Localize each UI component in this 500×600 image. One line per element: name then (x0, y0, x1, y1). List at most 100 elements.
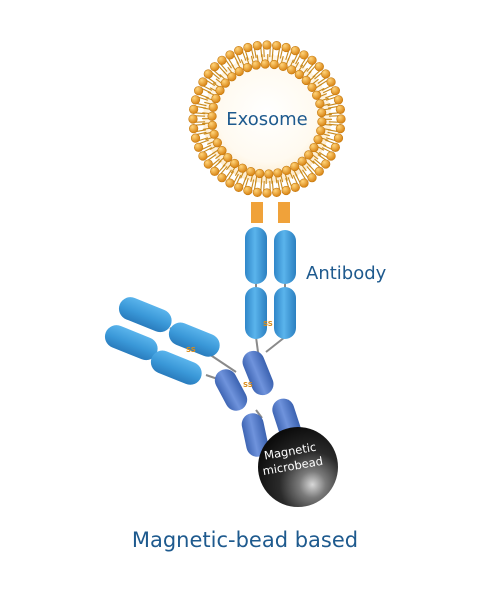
lipid-head (321, 159, 331, 169)
lipid-head (299, 178, 309, 188)
lipid-head (317, 117, 327, 127)
lipid-head (252, 187, 262, 197)
lipid-head (316, 126, 326, 136)
lipid-head (286, 65, 297, 75)
diagram-caption: Magnetic-bead based (132, 528, 358, 552)
lipid-head (188, 114, 198, 124)
lipid-head (190, 95, 201, 105)
lipid-head (194, 86, 204, 96)
exosome: Exosome (188, 40, 346, 198)
antibody-domain (274, 287, 296, 339)
antibody-arm-domain (118, 297, 172, 333)
lipid-head (315, 99, 325, 109)
antibody-label: Antibody (306, 263, 387, 284)
lipid-head (220, 78, 230, 88)
lipid-bilayer-heads (188, 40, 346, 198)
antibody-fc-domain (242, 350, 274, 396)
lipid-head (278, 61, 288, 72)
lipid-head (281, 185, 291, 196)
lipid-head (299, 50, 309, 60)
lipid-head (211, 93, 221, 104)
lipid-head (234, 182, 244, 192)
lipid-head (290, 161, 300, 172)
lipid-head (272, 41, 282, 51)
disulfide-bond: SS (186, 346, 196, 354)
lipid-head (223, 152, 233, 163)
antibody-fc-domain (214, 369, 248, 411)
lipid-head (225, 178, 235, 188)
lipid-head (246, 166, 256, 177)
lipid-head (251, 60, 261, 70)
lipid-head (304, 150, 314, 160)
lipid-head (252, 41, 262, 51)
lipid-head (212, 138, 222, 148)
antibody-arm-domain (104, 325, 158, 361)
lipid-head (307, 55, 317, 65)
lipid-head (217, 145, 227, 156)
lipid-head (336, 114, 346, 124)
lipid-head (203, 159, 213, 169)
exosome-label: Exosome (226, 109, 307, 130)
lipid-head (262, 188, 272, 198)
antigen-tag-right (278, 202, 290, 223)
lipid-head (189, 104, 199, 114)
exosome-lumen (203, 55, 331, 183)
antibody-arm-domain (150, 350, 202, 385)
lipid-head (217, 55, 227, 65)
lipid-head (273, 168, 283, 178)
lipid-head (207, 111, 217, 121)
lipid-head (321, 69, 331, 79)
lipid-head (227, 72, 237, 82)
bead-sphere (258, 427, 338, 507)
antibody-domain (274, 230, 296, 284)
lipid-head (272, 187, 282, 197)
antigen-tags (251, 202, 290, 223)
lipid-head (208, 102, 218, 112)
lipid-head (330, 86, 340, 96)
lipid-head (330, 142, 340, 152)
lipid-head (198, 77, 208, 87)
antibody-fc-domain (241, 413, 269, 457)
lipid-head (281, 165, 292, 176)
lipid-head (290, 46, 300, 56)
lipid-head (209, 129, 219, 139)
lipid-head (290, 182, 300, 192)
lipid-head (225, 50, 235, 60)
lipid-head (215, 85, 225, 96)
antibody-domain (245, 227, 267, 284)
lipid-head (326, 77, 336, 87)
lipid-head (234, 66, 244, 77)
lipid-head (255, 168, 265, 179)
disulfide-bond: SS (243, 381, 253, 389)
lipid-head (242, 62, 253, 73)
lipid-head (262, 40, 272, 50)
antibody-domain (245, 287, 267, 339)
lipid-head (307, 82, 317, 93)
lipid-head (309, 142, 319, 153)
lipid-head (198, 151, 208, 161)
lipid-head (234, 46, 244, 56)
antigen-tag-left (251, 202, 263, 223)
lipid-head (260, 59, 270, 69)
lipid-head (297, 156, 307, 166)
lipid-head (281, 42, 291, 53)
lipid-head (314, 62, 324, 72)
lipid-head (217, 173, 227, 183)
lipid-head (237, 163, 248, 173)
lipid-head (313, 134, 323, 145)
lipid-head (264, 169, 274, 179)
lipid-head (333, 95, 344, 105)
lipid-head (210, 166, 220, 176)
lipid-head (326, 151, 336, 161)
lipid-head (307, 173, 317, 183)
lipid-head (207, 120, 217, 130)
lipid-head (243, 42, 253, 53)
lipid-head (194, 142, 204, 152)
lipid-head (189, 124, 199, 134)
lipid-head (312, 90, 322, 100)
magnetic-microbead: Magnetic microbead (258, 427, 338, 507)
antibody-upper: SS (245, 227, 296, 353)
lipid-head (190, 133, 201, 143)
antibody-arm-domain (168, 322, 220, 357)
lipid-head (243, 185, 253, 196)
